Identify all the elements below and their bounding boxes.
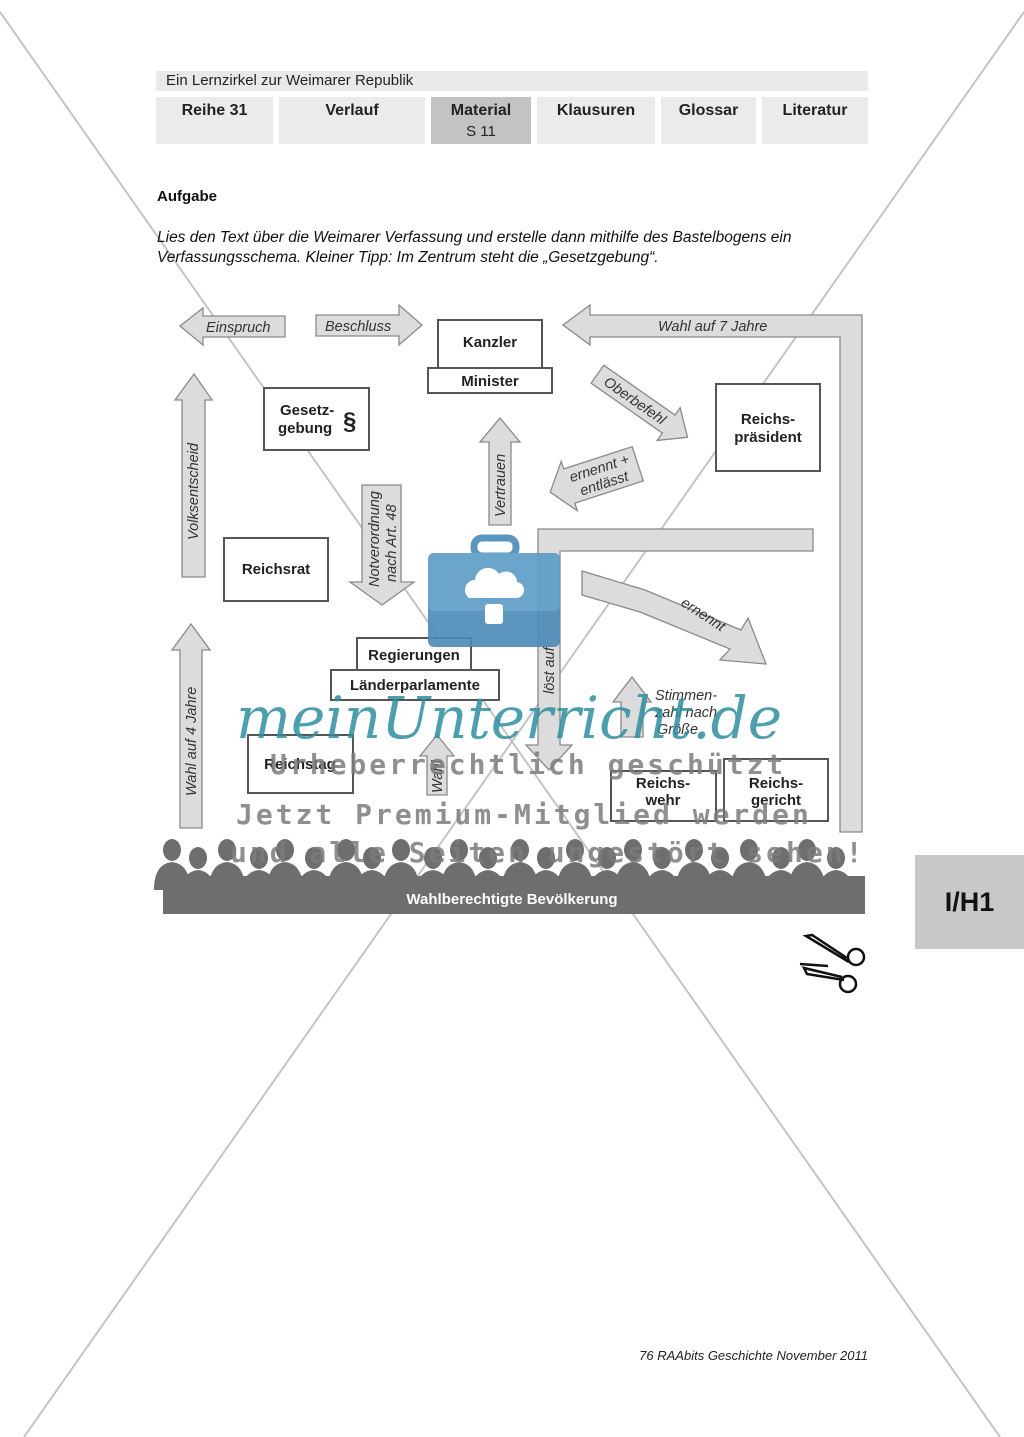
vertrauen-arrow: Vertrauen: [478, 416, 522, 526]
reichswehr-box: Reichs- wehr: [610, 770, 717, 822]
reichsgericht-label-1: Reichs-: [749, 775, 803, 792]
task-heading: Aufgabe: [157, 188, 217, 205]
notverordnung-arrow: Notverordnung nach Art. 48: [347, 484, 417, 606]
wahl-7-jahre-arrow: Wahl auf 7 Jahre: [561, 303, 863, 833]
kanzler-label: Kanzler: [463, 334, 517, 351]
volksentscheid-arrow: Volksentscheid: [173, 372, 214, 578]
paragraph-icon: §: [343, 408, 356, 435]
stimmen-label-1: Stimmen-: [655, 688, 717, 704]
watermark-line-2: Jetzt Premium-Mitglied werden: [236, 798, 812, 831]
tab-reihe[interactable]: Reihe 31: [156, 97, 273, 144]
section-tab: I/H1: [915, 855, 1024, 949]
stimmen-label-2: zahl nach: [654, 705, 717, 721]
tab-verlauf[interactable]: Verlauf: [279, 97, 425, 144]
laenderparlamente-label: Länderparlamente: [350, 677, 480, 694]
oberbefehl-label: Oberbefehl: [600, 374, 669, 429]
watermark-line-3: und alle Seiten ungestört sehen!: [230, 836, 865, 869]
population-crowd: [154, 839, 865, 914]
wahl-7-label: Wahl auf 7 Jahre: [658, 319, 767, 335]
tab-label: Literatur: [782, 102, 848, 119]
watermark-line-1: Urheberrechtlich geschützt: [270, 748, 786, 781]
tab-material[interactable]: Material S 11: [431, 97, 531, 144]
laenderparlamente-box: Länderparlamente: [330, 669, 500, 701]
notverordnung-label-2: nach Art. 48: [384, 504, 400, 582]
gesetz-label-2: gebung: [278, 420, 332, 437]
vertrauen-label: Vertrauen: [493, 454, 509, 517]
stimmenzahl-arrow: Stimmen- zahl nach Größe: [611, 675, 717, 738]
stimmen-label-3: Größe: [657, 722, 698, 738]
oberbefehl-arrow: Oberbefehl: [590, 364, 689, 442]
minister-box: Minister: [427, 367, 553, 394]
tab-label: Verlauf: [325, 102, 379, 119]
watermark-brand: meinUnterricht.de: [236, 684, 782, 752]
task-text: Lies den Text über die Weimarer Verfassu…: [157, 229, 792, 266]
scissors-icon: [799, 933, 866, 994]
reichstag-label: Reichstag: [264, 756, 336, 773]
beschluss-arrow: Beschluss: [315, 303, 423, 347]
wahl-arrow: Wahl: [418, 733, 456, 796]
reichspraesident-box: Reichs- präsident: [715, 383, 821, 472]
tab-glossar[interactable]: Glossar: [661, 97, 756, 144]
reichsrat-box: Reichsrat: [223, 537, 329, 602]
reichsrat-label: Reichsrat: [242, 561, 310, 578]
regierungen-label: Regierungen: [368, 647, 460, 664]
constitution-diagram: Einspruch Beschluss Wahl auf 7 Jahre Kan…: [154, 303, 865, 914]
notverordnung-label-1: Notverordnung: [367, 491, 383, 587]
tab-literatur[interactable]: Literatur: [762, 97, 868, 144]
volksentscheid-label: Volksentscheid: [186, 442, 202, 540]
einspruch-arrow: Einspruch: [178, 306, 286, 347]
einspruch-label: Einspruch: [206, 320, 270, 336]
series-title: Ein Lernzirkel zur Weimarer Republik: [156, 71, 868, 91]
kanzler-box: Kanzler: [437, 319, 543, 369]
reichswehr-label-2: wehr: [644, 792, 680, 809]
wahl-label: Wahl: [430, 759, 446, 793]
reichstag-box: Reichstag: [247, 734, 354, 794]
beschluss-label: Beschluss: [325, 319, 391, 335]
reichsgericht-box: Reichs- gericht: [723, 758, 829, 822]
tab-label: Glossar: [678, 102, 739, 119]
reichswehr-label-1: Reichs-: [636, 775, 690, 792]
loest-auf-label: löst auf: [542, 645, 558, 694]
gesetz-label-1: Gesetz-: [280, 402, 334, 419]
reichsgericht-label-2: gericht: [751, 792, 801, 809]
tab-label: Klausuren: [556, 102, 636, 119]
gesetzgebung-box: Gesetz- gebung §: [263, 387, 370, 451]
wahl-4-jahre-arrow: Wahl auf 4 Jahre: [170, 622, 212, 829]
tab-label: Material: [450, 102, 512, 119]
minister-label: Minister: [461, 373, 519, 390]
ernennt-entlaesst-arrow: ernennt + entlässt: [549, 445, 645, 513]
ernennt-arrow: ernennt: [581, 570, 767, 665]
tab-label: Reihe 31: [181, 102, 248, 119]
briefcase-icon: [428, 534, 560, 647]
tab-klausuren[interactable]: Klausuren: [537, 97, 655, 144]
tab-sublabel: S 11: [466, 123, 496, 140]
reichspraesident-label-2: präsident: [734, 429, 802, 446]
population-label: Wahlberechtigte Bevölkerung: [406, 891, 617, 908]
footer-citation: 76 RAAbits Geschichte November 2011: [639, 1348, 868, 1363]
reichspraesident-label-1: Reichs-: [741, 411, 795, 428]
wahl-4-label: Wahl auf 4 Jahre: [184, 687, 200, 796]
